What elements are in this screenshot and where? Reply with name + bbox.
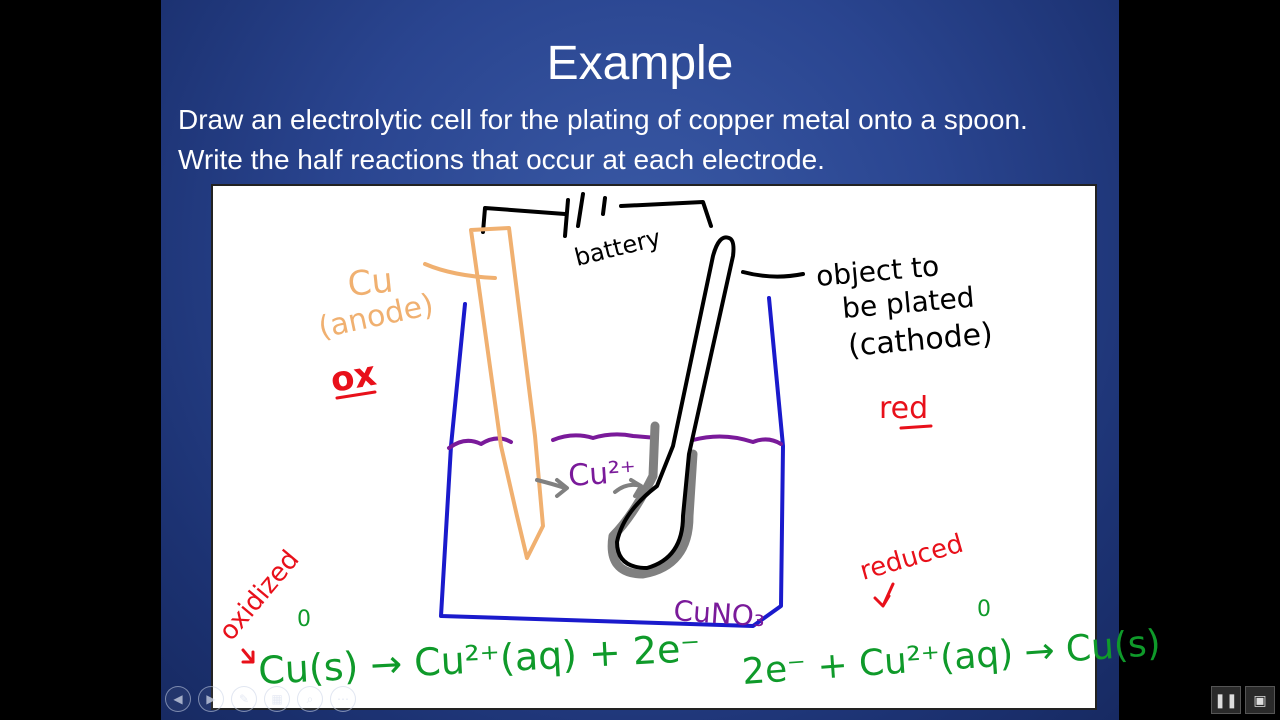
more-icon[interactable]: ⋯ bbox=[330, 686, 356, 712]
pen-icon[interactable]: ✎ bbox=[231, 686, 257, 712]
zero-left: 0 bbox=[297, 607, 311, 632]
ion-arrow-right bbox=[613, 478, 643, 498]
anode-lead bbox=[423, 262, 497, 280]
anode-electrode bbox=[469, 226, 545, 560]
previous-icon[interactable]: ◀ bbox=[165, 686, 191, 712]
diagram-drawing: Cu (anode) ox battery object to be plate… bbox=[213, 192, 1162, 693]
spoon bbox=[615, 235, 736, 570]
slide: Example Draw an electrolytic cell for th… bbox=[161, 0, 1162, 720]
slides-icon[interactable]: ▦ bbox=[264, 686, 290, 712]
plating-layer bbox=[607, 421, 698, 579]
red-label: red bbox=[879, 391, 928, 426]
ion-label: Cu²⁺ bbox=[567, 454, 637, 494]
pause-icon[interactable]: ❚❚ bbox=[1211, 686, 1241, 714]
ox-label: ox bbox=[328, 354, 380, 401]
solution-surface bbox=[447, 432, 783, 450]
red-underline bbox=[899, 424, 933, 430]
oxidation-equation: Cu(s) → Cu²⁺(aq) + 2e⁻ bbox=[257, 626, 701, 693]
ox-underline bbox=[335, 390, 377, 400]
battery-label: battery bbox=[572, 223, 664, 271]
reduction-equation: 2e⁻ + Cu²⁺(aq) → Cu(s) bbox=[741, 623, 1162, 693]
ion-arrow-left bbox=[535, 478, 569, 498]
battery-wire bbox=[481, 192, 713, 238]
reduced-arrow bbox=[873, 582, 895, 608]
solution-label: CuNO₃ bbox=[673, 594, 767, 633]
zero-right: 0 bbox=[977, 597, 991, 622]
slide-title: Example bbox=[546, 37, 734, 90]
zoom-icon[interactable]: ⌕ bbox=[297, 686, 323, 712]
next-icon[interactable]: ▶ bbox=[198, 686, 224, 712]
anode-symbol: Cu bbox=[346, 260, 395, 305]
cathode-lead bbox=[741, 270, 805, 279]
slide-question: Draw an electrolytic cell for the platin… bbox=[178, 104, 1028, 175]
cathode-label-3: (cathode) bbox=[847, 316, 994, 363]
reduced-label: reduced bbox=[857, 529, 967, 587]
oxidized-arrow bbox=[241, 648, 255, 664]
screen-icon[interactable]: ▣ bbox=[1245, 686, 1275, 714]
slideshow-controls: ◀ ▶ ✎ ▦ ⌕ ⋯ bbox=[165, 686, 356, 716]
whiteboard: Cu (anode) ox battery object to be plate… bbox=[211, 184, 1162, 710]
oxidized-label: oxidized bbox=[213, 545, 305, 647]
player-controls: ❚❚ ▣ bbox=[1211, 686, 1275, 714]
